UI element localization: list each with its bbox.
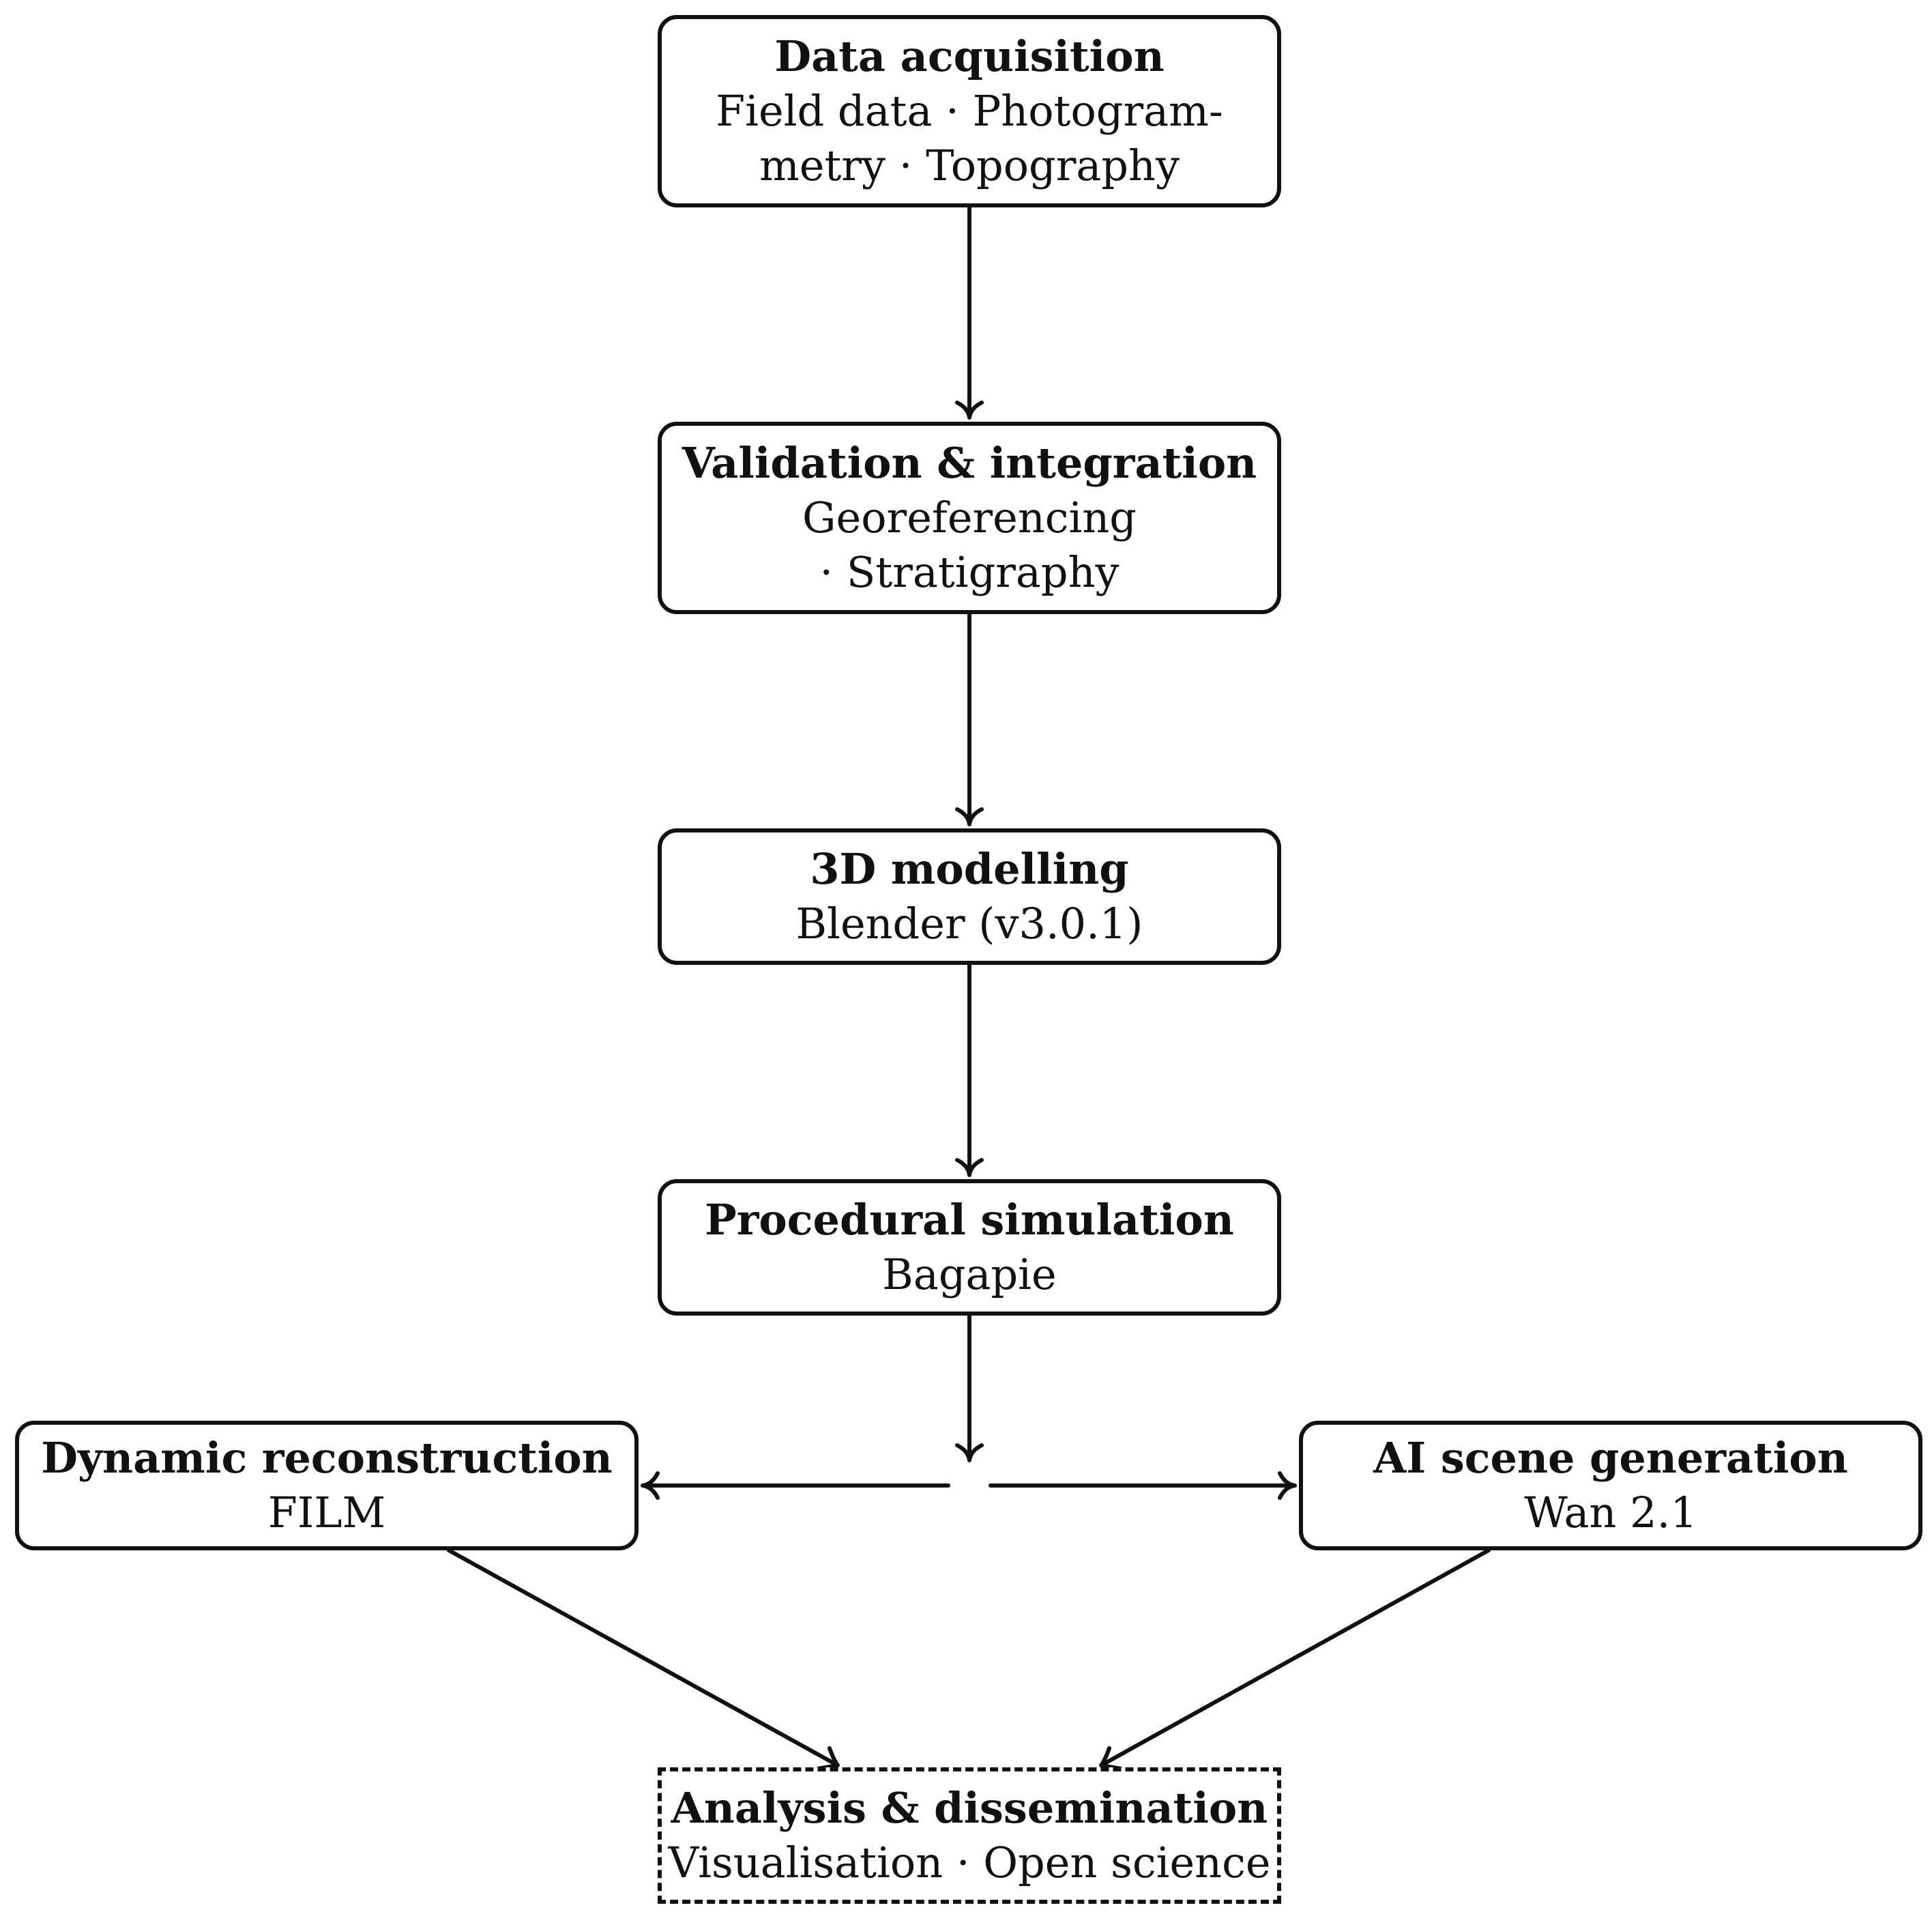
node-data-acquisition: Data acquisition Field data · Photogram-… [658, 15, 1281, 207]
node-subtitle: Blender (v3.0.1) [795, 899, 1143, 948]
node-title: Procedural simulation [705, 1195, 1234, 1245]
node-dynamic-reconstruction: Dynamic reconstruction FILM [15, 1421, 639, 1550]
node-subtitle: Visualisation · Open science [668, 1838, 1271, 1887]
node-subtitle: Bagapie [882, 1249, 1057, 1299]
node-subtitle: Wan 2.1 [1524, 1488, 1697, 1537]
edge-acq-to-val [955, 205, 984, 420]
node-3d-modelling: 3D modelling Blender (v3.0.1) [658, 828, 1281, 965]
edge-mod-to-proc [955, 963, 984, 1177]
edge-ai-to-ana [1099, 1548, 1491, 1771]
node-analysis-dissemination: Analysis & dissemination Visualisation ·… [658, 1767, 1281, 1904]
node-title: Analysis & dissemination [671, 1783, 1268, 1833]
edge-dyn-to-ana [447, 1548, 840, 1771]
node-subtitle: FILM [267, 1488, 386, 1537]
node-ai-scene-generation: AI scene generation Wan 2.1 [1299, 1421, 1922, 1550]
node-title: Data acquisition [774, 31, 1165, 81]
edge-val-to-mod [955, 612, 984, 826]
node-subtitle: Georeferencing · Stratigraphy [802, 493, 1137, 597]
edge-proc-split [955, 1314, 984, 1462]
node-validation-integration: Validation & integration Georeferencing … [658, 422, 1281, 614]
node-subtitle: Field data · Photogram- metry · Topograp… [716, 86, 1223, 190]
edge-proc-to-dyn [641, 1471, 950, 1500]
node-title: Validation & integration [682, 438, 1257, 488]
node-procedural-simulation: Procedural simulation Bagapie [658, 1179, 1281, 1316]
edge-proc-to-ai [989, 1471, 1297, 1500]
node-title: 3D modelling [810, 844, 1129, 894]
node-title: AI scene generation [1373, 1433, 1848, 1483]
node-title: Dynamic reconstruction [41, 1433, 613, 1483]
